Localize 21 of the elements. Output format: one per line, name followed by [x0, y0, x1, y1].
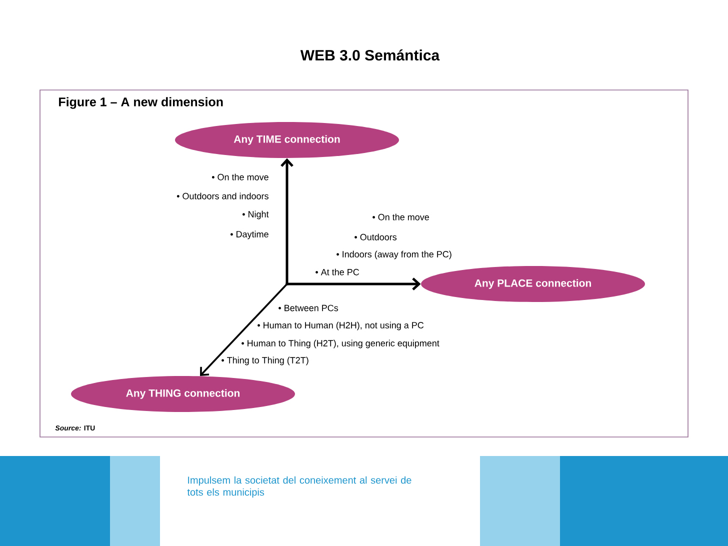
bullet-item: • On the move: [212, 174, 268, 180]
bullet-item: • Thing to Thing (T2T): [222, 356, 308, 366]
ellipse-node: Any PLACE connection: [421, 266, 645, 302]
bullet-item: • At the PC: [316, 268, 360, 276]
ellipse-node: Any TIME connection: [175, 122, 399, 158]
bullet-item: • On the move: [372, 214, 429, 220]
figure-heading: Figure 1 – A new dimension: [59, 97, 223, 109]
bullet-item: • Human to Human (H2H), not using a PC: [258, 322, 424, 330]
bullet-item: • Daytime: [230, 230, 268, 240]
arrow: [286, 278, 421, 290]
bullet-item: • Between PCs: [278, 304, 338, 312]
bullet-item: • Night: [242, 210, 269, 220]
arrow: [200, 283, 288, 376]
bullet-item: • Human to Thing (H2T), using generic equipment: [242, 340, 440, 348]
slide-title: WEB 3.0 Semántica: [300, 49, 440, 61]
ellipse-node: Any THING connection: [71, 376, 295, 412]
arrow: [280, 158, 294, 286]
bullet-item: • Outdoors and indoors: [176, 192, 268, 200]
bullet-item: • Indoors (away from the PC): [336, 250, 452, 260]
tagline: Impulsem la societat del coneixement al servei de tots els municipis: [187, 476, 412, 498]
bullet-item: • Outdoors: [354, 234, 397, 240]
